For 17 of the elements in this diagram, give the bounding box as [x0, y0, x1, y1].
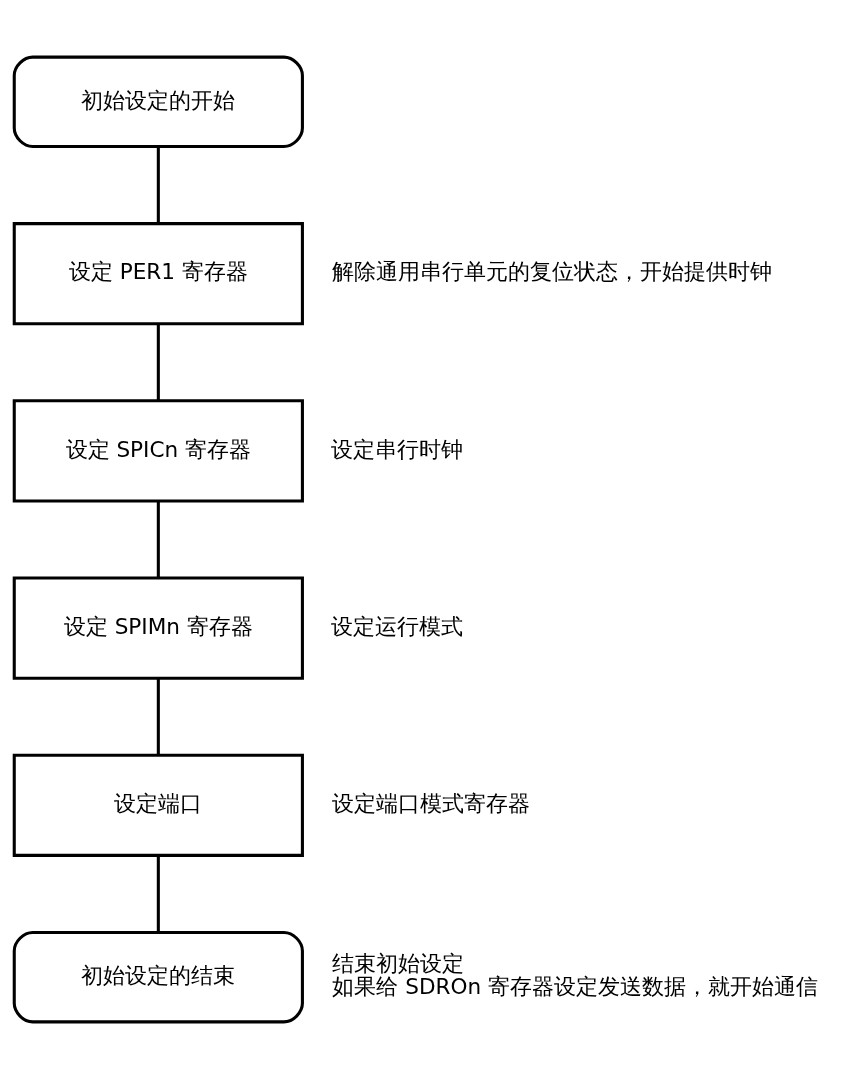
node-box: 初始设定的开始: [12, 55, 304, 149]
node-label: 设定端口模式寄存器: [331, 791, 530, 817]
connector: [156, 324, 160, 401]
node-label: 设定串行时钟: [330, 436, 463, 462]
node-box: 设定 SPICn 寄存器: [12, 399, 304, 503]
connector: [156, 501, 160, 578]
node-box: 设定 PER1 寄存器: [12, 222, 304, 326]
node-label: 如果给 SDROn 寄存器设定发送数据，就开始通信: [332, 974, 819, 1000]
node-label: 解除通用串行单元的复位状态，开始提供时钟: [332, 259, 773, 285]
connector: [156, 855, 160, 933]
node-label: 设定运行模式: [330, 613, 463, 639]
node-label: 结束初始设定: [332, 951, 465, 977]
connector: [156, 678, 160, 756]
connector: [156, 146, 160, 224]
node-box: 设定 SPIMn 寄存器: [12, 576, 304, 680]
node-box: 设定端口: [12, 753, 304, 857]
node-box: 初始设定的结束: [12, 930, 304, 1024]
